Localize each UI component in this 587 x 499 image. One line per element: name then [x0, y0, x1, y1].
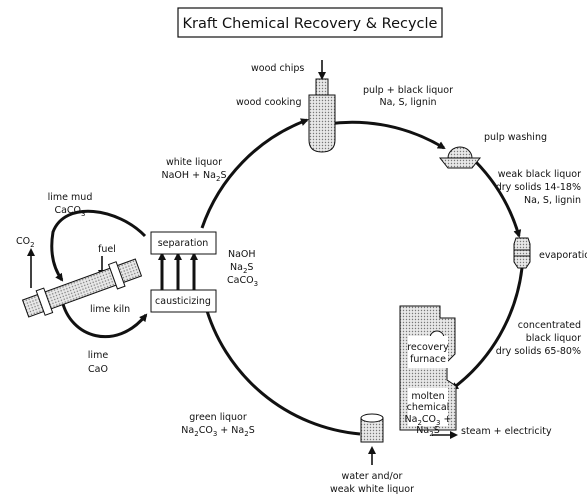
water-label-1: water and/or: [342, 471, 403, 482]
green-liquor-label: green liquor: [189, 412, 247, 423]
molten-chemical-formula-1: Na2CO3 +: [405, 414, 452, 427]
causticizing-box: [150, 289, 217, 313]
na-s-lignin-label-2: Na, S, lignin: [524, 195, 581, 206]
weak-black-liquor-label: weak black liquor: [498, 169, 581, 180]
evaporation-label: evaporation: [539, 250, 587, 261]
diagram-title: Kraft Chemical Recovery & Recycle: [183, 16, 438, 32]
arrow-evaporation-to-furnace: [450, 267, 524, 391]
recovery-furnace-icon: [399, 305, 457, 431]
black-liquor-label: black liquor: [526, 333, 581, 344]
lime-mud-label: lime mud: [48, 192, 93, 203]
lime-kiln-icon: [21, 258, 143, 318]
arrow-dissolver-to-causticizing: [202, 302, 361, 436]
separation-box: [150, 231, 217, 255]
cao-label: CaO: [88, 364, 108, 375]
steam-electricity-label: steam + electricity: [461, 426, 552, 437]
pulp-black-liquor-label: pulp + black liquor: [363, 85, 453, 96]
arrow-lime-mud-to-kiln: [50, 209, 147, 282]
dissolving-tank-icon: [360, 413, 384, 443]
lime-kiln-label: lime kiln: [90, 304, 130, 315]
molten-chemical-formula-2: Na2S: [416, 425, 439, 438]
evaporator-icon: [513, 237, 531, 269]
dry-solids-conc-label: dry solids 65-80%: [496, 346, 581, 357]
na-s-lignin-label-1: Na, S, lignin: [379, 97, 436, 108]
concentrated-label: concentrated: [518, 320, 581, 331]
arrow-digester-to-washing: [326, 120, 446, 150]
caco3-mud-label: CaCO3: [54, 205, 85, 218]
naoh-label: NaOH: [228, 249, 256, 260]
pulp-washer-icon: [438, 146, 482, 169]
na2s-label: Na2S: [230, 262, 253, 275]
molten-chemical-label-2: chemical: [407, 402, 450, 413]
dry-solids-weak-label: dry solids 14-18%: [496, 182, 581, 193]
lime-label: lime: [88, 350, 109, 361]
recovery-furnace-label-1: recovery: [407, 342, 449, 353]
fuel-label: fuel: [98, 244, 116, 255]
separation-label: separation: [158, 238, 209, 249]
arrow-lime-to-causticizing: [60, 299, 148, 339]
white-liquor-label: white liquor: [166, 157, 222, 168]
arrow-separation-to-digester: [200, 118, 309, 229]
co2-label: CO2: [16, 236, 35, 249]
causticizing-label: causticizing: [155, 296, 211, 307]
white-liquor-formula: NaOH + Na2S: [162, 170, 227, 183]
wood-cooking-label: wood cooking: [236, 97, 301, 108]
recovery-furnace-label-2: furnace: [410, 354, 446, 365]
arrow-washing-to-evaporation: [474, 160, 522, 238]
title-box: [177, 7, 443, 38]
wood-chips-label: wood chips: [251, 63, 304, 74]
caco3-mid-label: CaCO3: [227, 275, 258, 288]
water-label-2: weak white liquor: [330, 484, 414, 495]
molten-chemical-label-1: molten: [411, 391, 444, 402]
green-liquor-formula: Na2CO3 + Na2S: [181, 425, 254, 438]
pulp-washing-label: pulp washing: [484, 132, 547, 143]
digester-icon: [308, 78, 336, 153]
